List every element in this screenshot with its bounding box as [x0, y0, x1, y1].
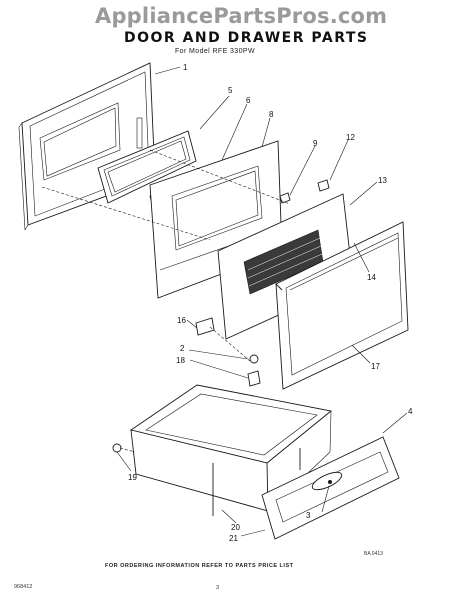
part-drawer-roller [112, 443, 122, 453]
part-drawer-body [129, 384, 333, 516]
callout-1: 1 [183, 63, 188, 72]
callout-20: 3 [306, 511, 311, 520]
part-window-gasket [97, 130, 197, 204]
callout-17: 19 [128, 473, 137, 482]
part-drawer-front [261, 436, 400, 540]
part-insulation-panel [217, 193, 354, 340]
part-door-frame-trim [275, 221, 409, 390]
callout-5: 8 [269, 110, 274, 119]
leader-lines [41, 149, 291, 453]
part-outer-door-panel [18, 62, 156, 231]
part-hinge-16 [247, 370, 261, 387]
callout-16: 18 [176, 356, 185, 365]
callout-3: 5 [228, 86, 233, 95]
callout-4: 6 [246, 96, 251, 105]
callout-13: 16 [177, 316, 186, 325]
callout-12: 14 [367, 273, 376, 282]
callout-leaders [116, 66, 408, 537]
callout-21: 4 [408, 407, 413, 416]
reference-code: BA 0413 [364, 551, 383, 557]
part-clip-6 [279, 192, 291, 204]
page-title: DOOR AND DRAWER PARTS [124, 30, 369, 46]
page-subtitle: For Model RFE 330PW [175, 48, 255, 55]
watermark: AppliancePartsPros.com [95, 4, 388, 28]
part-hinge-13 [195, 317, 215, 336]
callout-2: 2 [180, 344, 185, 353]
callout-labels: 1 5 6 8 9 12 13 14 16 17 2 18 19 20 21 3… [128, 63, 413, 543]
document-number: 968412 [14, 584, 33, 590]
footer-note: FOR ORDERING INFORMATION REFER TO PARTS … [105, 563, 294, 569]
callout-18: 20 [231, 523, 240, 532]
callout-9: 13 [378, 176, 387, 185]
part-clip-8 [317, 179, 330, 192]
callout-19: 21 [229, 534, 238, 543]
callout-6: 9 [313, 139, 318, 148]
callout-14: 17 [371, 362, 380, 371]
part-hinge-2 [249, 354, 259, 364]
page-number: 3 [216, 585, 220, 591]
callout-8: 12 [346, 133, 355, 142]
